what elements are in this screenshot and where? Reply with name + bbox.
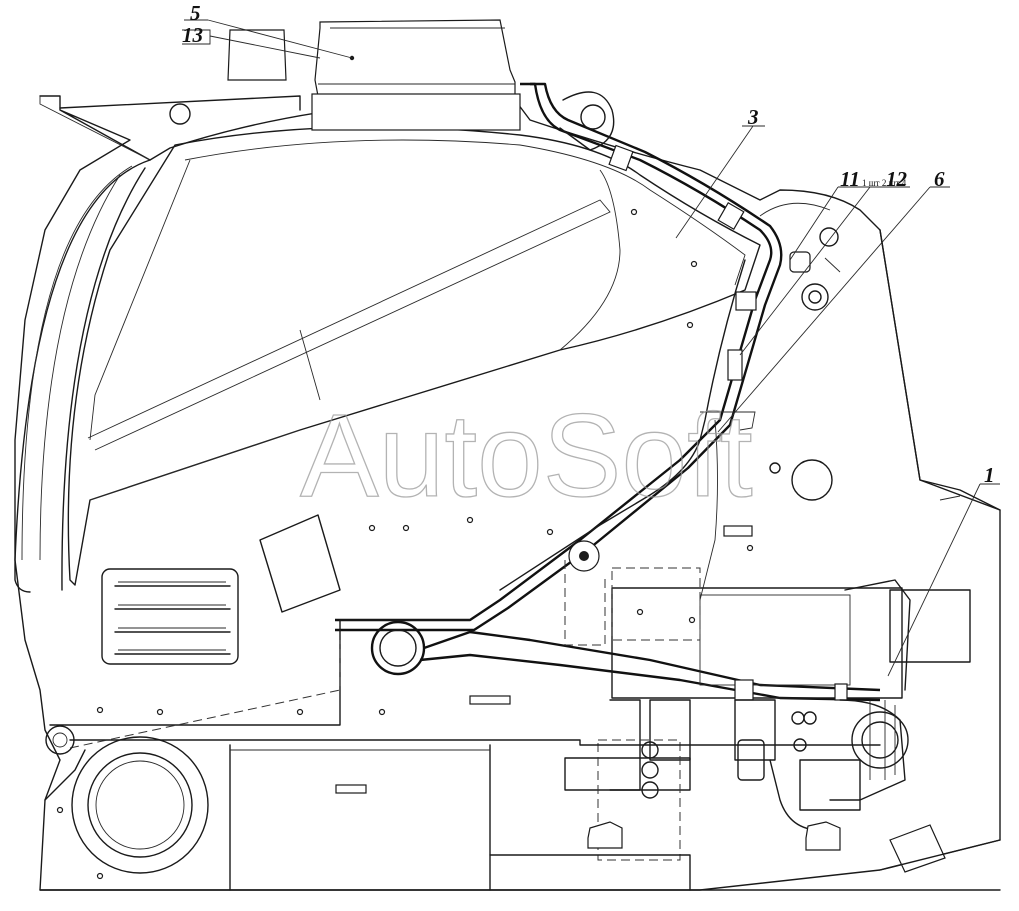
- louver-panel: [101, 568, 239, 665]
- watermark: AutoSoft: [300, 390, 753, 522]
- service-opening: [71, 736, 209, 874]
- callout-1: 1: [984, 463, 995, 487]
- callout-13: 13: [182, 23, 203, 47]
- callout-12: 12: [886, 167, 908, 191]
- hose-clamp: [727, 349, 743, 381]
- rear-bracket: [227, 29, 287, 81]
- lifting-eye: [580, 104, 606, 130]
- hose-clamp: [735, 291, 757, 311]
- hose-harness: [335, 82, 881, 702]
- access-plate: [259, 514, 341, 613]
- housing: [611, 587, 903, 699]
- hose-clamp: [734, 679, 754, 701]
- mount-hole: [169, 103, 191, 125]
- rear-bracket-assembly: [559, 91, 841, 501]
- bracket-lug: [789, 251, 811, 273]
- air-cleaner-box: [227, 19, 521, 131]
- leader-lines: [182, 19, 1000, 677]
- callout-5: 5: [190, 1, 201, 25]
- mount-hole: [791, 459, 833, 501]
- rear-wall: [699, 229, 1001, 601]
- engine-block: [564, 567, 971, 861]
- hose-clamp: [608, 144, 634, 172]
- bolt-markers: [56, 208, 754, 880]
- pedal: [889, 824, 946, 873]
- base-frame: [39, 514, 1001, 891]
- callout-11: 11: [840, 167, 860, 191]
- engine-mount: [587, 821, 623, 849]
- engine-mount: [805, 821, 841, 851]
- flywheel: [851, 711, 909, 769]
- callout-6: 6: [934, 167, 945, 191]
- callout-3: 3: [747, 105, 759, 129]
- box-base: [311, 93, 521, 131]
- hose-clamp: [717, 202, 745, 230]
- callout-11-note: 1 шт 2 шт 4: [862, 178, 907, 188]
- latch: [723, 525, 753, 537]
- roller: [45, 725, 75, 755]
- callouts: 5 13 3 11 1 шт 2 шт 4 12 6 1: [182, 1, 995, 487]
- bolt-hole: [819, 227, 839, 247]
